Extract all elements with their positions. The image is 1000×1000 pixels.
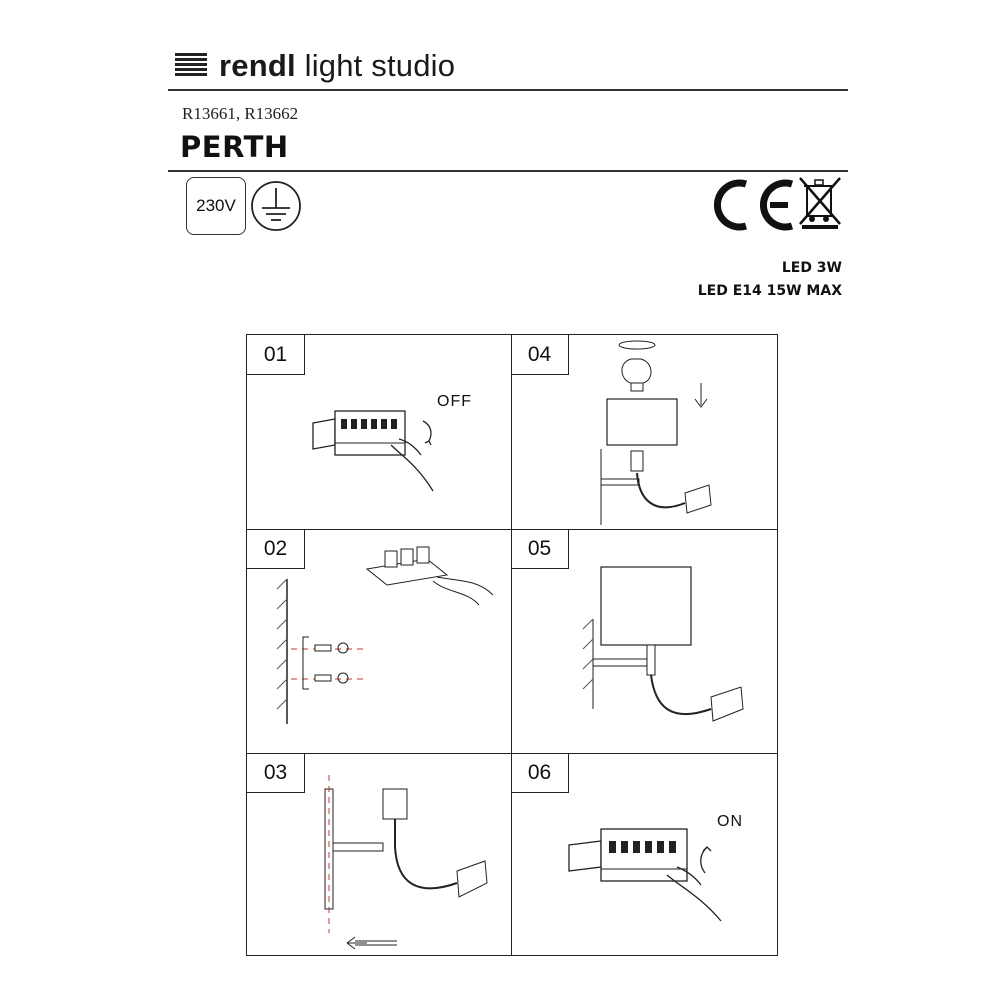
product-name: PERTH	[180, 130, 289, 164]
ground-symbol-icon	[251, 181, 301, 231]
ce-mark-icon	[713, 179, 794, 231]
step-label-off: OFF	[437, 393, 472, 410]
voltage-badge: 230V	[186, 177, 246, 235]
step-number: 05	[511, 529, 569, 569]
spec-led-e14: LED E14 15W MAX	[697, 283, 842, 299]
grid-divider-vertical	[511, 335, 512, 955]
step-04: 04	[511, 335, 777, 529]
brand-name-rest: light studio	[295, 48, 456, 83]
wall-mounting-icon	[276, 546, 494, 724]
brand-name-bold: rendl	[219, 48, 296, 83]
instruction-grid: 01 OFF 02 03	[246, 334, 778, 956]
breaker-off-icon	[312, 410, 434, 492]
step-number: 04	[511, 335, 569, 375]
step-02: 02	[247, 529, 511, 753]
step-label-on: ON	[717, 813, 743, 830]
header-rule-top	[168, 89, 848, 91]
step-03: 03	[247, 753, 511, 955]
spec-list: LED 3W LED E14 15W MAX	[698, 257, 842, 303]
header-rule-bottom	[168, 170, 848, 172]
fixture-attach-icon	[324, 775, 488, 950]
assembled-lamp-icon	[582, 566, 744, 722]
weee-bin-icon	[799, 177, 841, 229]
brand-logo-icon	[175, 53, 207, 79]
step-01: 01 OFF	[247, 335, 511, 529]
brand-name: rendl light studio	[219, 48, 455, 84]
step-number: 03	[247, 753, 305, 793]
step-number: 01	[247, 335, 305, 375]
step-number: 06	[511, 753, 569, 793]
breaker-on-icon	[568, 828, 722, 922]
step-number: 02	[247, 529, 305, 569]
spec-led-integrated: LED 3W	[781, 260, 842, 276]
product-codes: R13661, R13662	[182, 104, 299, 123]
step-06: 06 ON	[511, 753, 777, 955]
grid-divider-row1	[247, 529, 777, 530]
brand-logo: rendl light studio	[175, 44, 455, 88]
step-05: 05	[511, 529, 777, 753]
grid-divider-row2	[247, 753, 777, 754]
bulb-shade-install-icon	[600, 340, 712, 525]
